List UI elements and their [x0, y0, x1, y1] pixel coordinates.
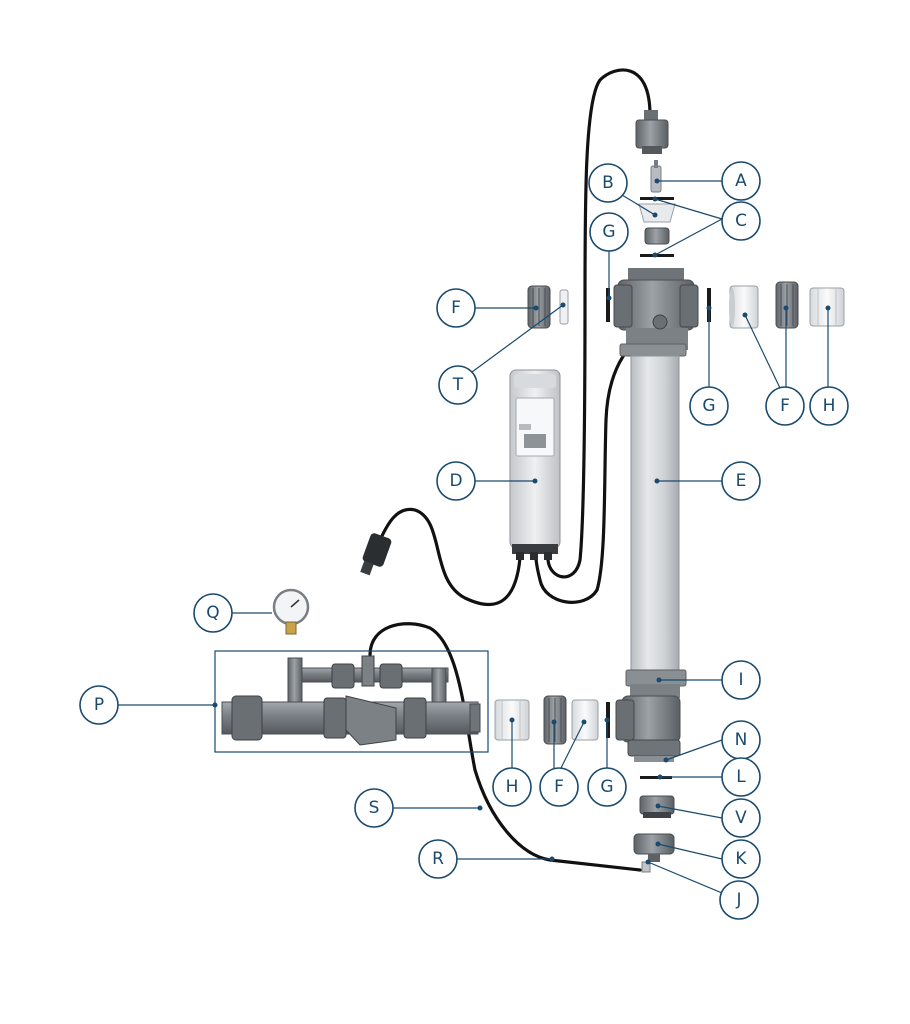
callout-b: B: [588, 163, 658, 218]
callout-f1-text: F: [451, 298, 461, 318]
callout-h-upper: H: [809, 305, 849, 426]
lamp-cap: [635, 110, 669, 154]
callout-b-text: B: [602, 173, 614, 193]
callout-q: Q: [193, 593, 272, 633]
callout-f2-text: F: [780, 396, 790, 416]
callout-g-upper-left: G: [589, 212, 629, 301]
callout-j-text: J: [735, 890, 741, 910]
callout-c-text: C: [735, 211, 747, 231]
callout-g1-text: G: [602, 222, 615, 242]
callout-q-text: Q: [206, 603, 219, 623]
controller-unit: [509, 369, 561, 560]
callout-h2-text: H: [506, 777, 519, 797]
callout-f-upper-left: F: [436, 288, 539, 328]
bypass-assembly: [214, 650, 489, 753]
callout-v: V: [655, 798, 761, 838]
callout-n-text: N: [735, 730, 748, 750]
callout-s-text: S: [369, 798, 380, 818]
callout-e: E: [654, 461, 761, 501]
callout-k: K: [655, 839, 761, 879]
flow-switch-cable: [368, 622, 642, 872]
callout-h-lower: H: [492, 717, 532, 807]
reactor-head: [613, 268, 699, 357]
callout-g2-text: G: [702, 396, 715, 416]
power-cord: [378, 507, 522, 607]
callout-c: C: [652, 196, 761, 258]
callout-h1-text: H: [823, 396, 836, 416]
callout-t: T: [438, 302, 566, 405]
lamp-pin-a: [650, 160, 662, 193]
power-plug: [360, 533, 392, 576]
callout-g3-text: G: [600, 777, 613, 797]
callout-d: D: [436, 461, 538, 501]
callout-f-upper-right: F: [742, 305, 805, 426]
reactor-base: [615, 669, 687, 762]
callout-i: I: [656, 660, 761, 700]
o-ring-l: [640, 776, 672, 779]
callout-p-text: P: [94, 695, 104, 715]
union-nut-f-upper-left: [527, 285, 551, 329]
callout-p: P: [79, 685, 218, 725]
callout-l: L: [657, 757, 761, 797]
callout-a: A: [654, 161, 761, 201]
callouts: A B C G F T: [79, 161, 849, 920]
lamp-cable: [546, 68, 652, 579]
callout-t-text: T: [452, 375, 464, 395]
o-ring-g-upper-right: [707, 288, 711, 322]
callout-f3-text: F: [554, 777, 564, 797]
callout-d-text: D: [449, 471, 462, 491]
callout-i-text: I: [738, 670, 743, 690]
callout-e-text: E: [736, 471, 747, 491]
union-nut-f-upper-right: [775, 281, 799, 329]
callout-r: R: [418, 839, 555, 879]
callout-g-upper-right: G: [689, 305, 729, 426]
callout-j: J: [645, 859, 759, 920]
callout-a-text: A: [735, 171, 747, 191]
o-ring-g-upper-left: [606, 288, 610, 322]
sensor-cable: [534, 318, 664, 604]
callout-f-lower: F: [539, 719, 587, 807]
callout-r-text: R: [432, 849, 444, 869]
sleeve-f-upper-right: [729, 285, 759, 329]
callout-s: S: [354, 788, 483, 828]
callout-k-text: K: [735, 849, 747, 869]
callout-g-lower: G: [587, 717, 627, 807]
pressure-gauge: [272, 588, 310, 635]
cables: [368, 68, 664, 872]
drain-cap-k: [633, 833, 675, 862]
uv-chamber-tube: [630, 355, 680, 673]
quartz-holder-b: [638, 203, 676, 245]
callout-v-text: V: [735, 808, 747, 828]
callout-l-text: L: [736, 767, 746, 787]
